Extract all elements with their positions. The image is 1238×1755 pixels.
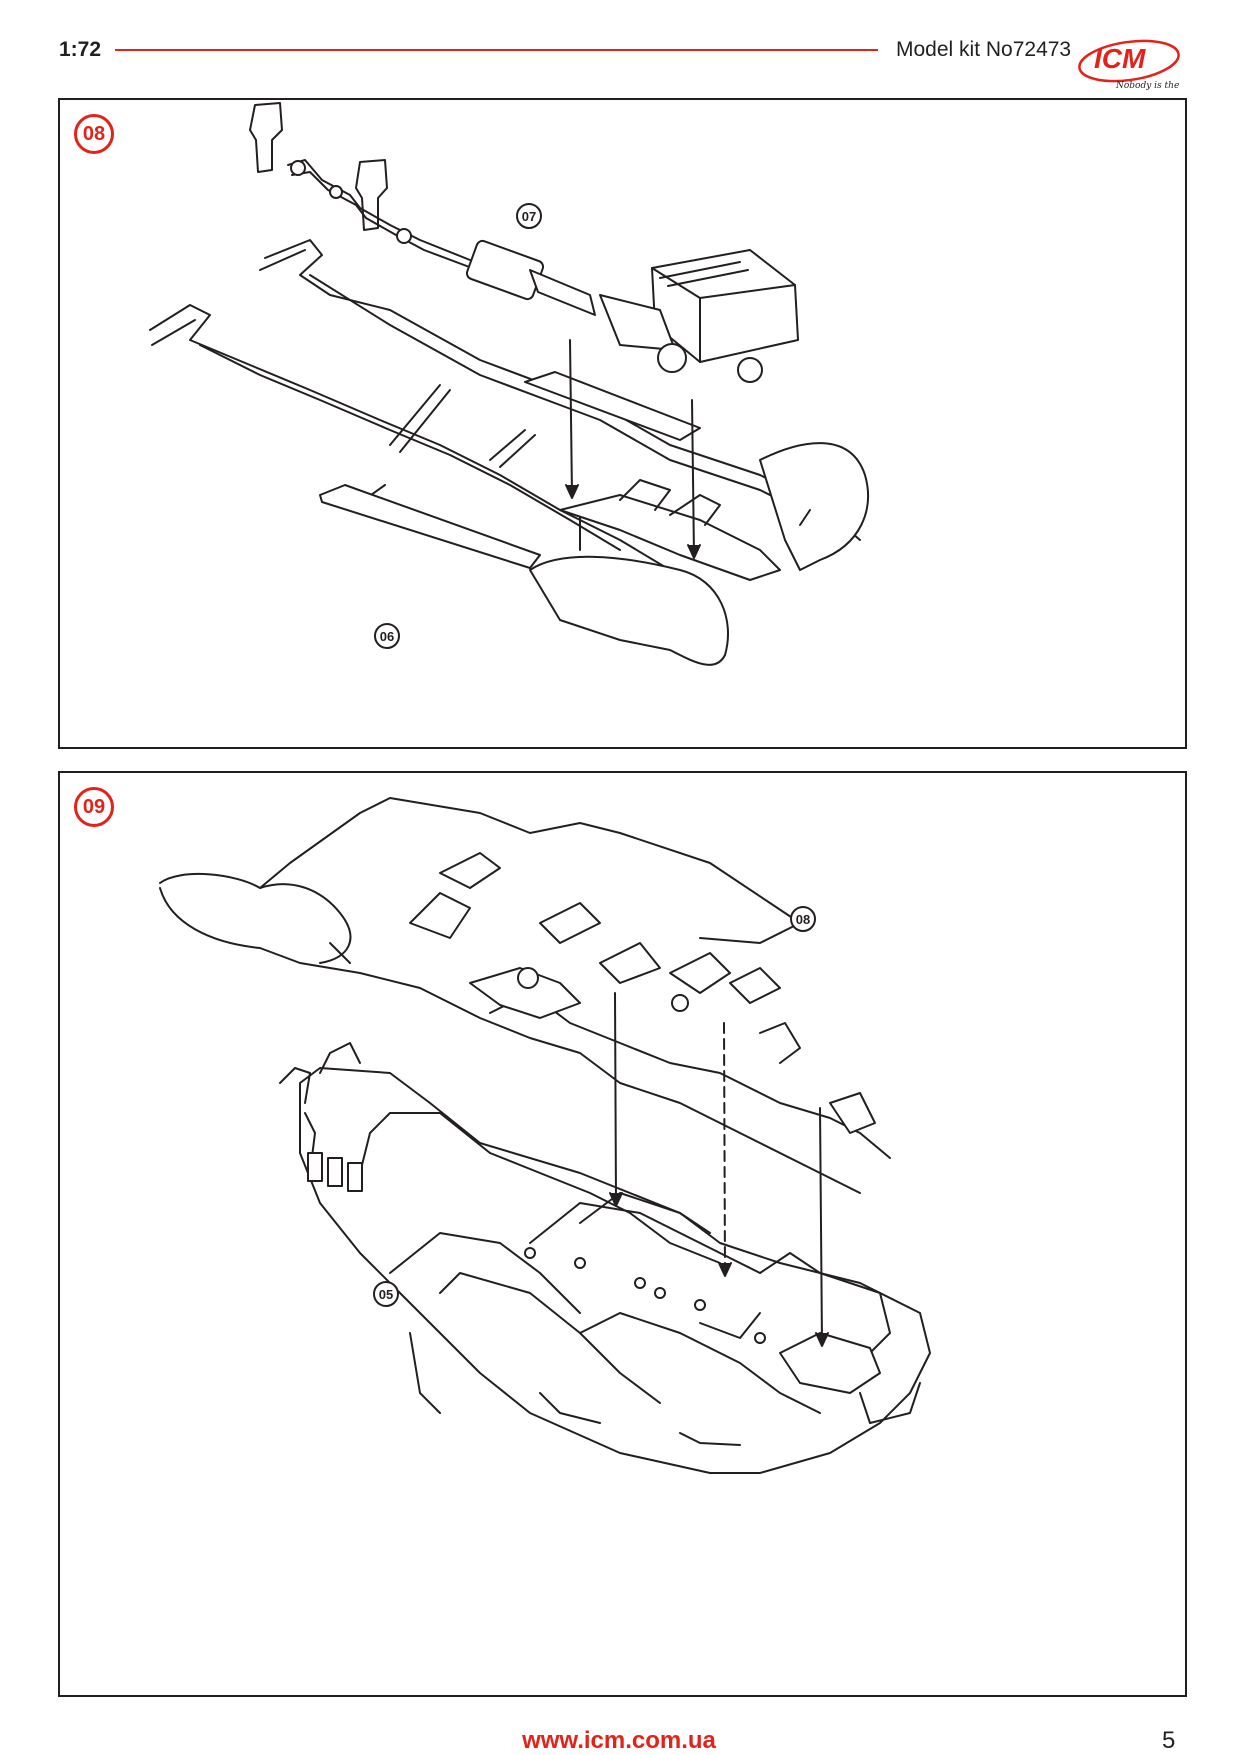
rear-fender: [759, 442, 869, 571]
step-08-assembly-drawing: [149, 102, 869, 666]
engine-block: [599, 249, 799, 383]
svg-text:ICM: ICM: [1094, 43, 1146, 74]
page-number: 5: [1162, 1727, 1176, 1754]
callout-part-05: 05: [373, 1281, 399, 1307]
step-08-panel: 08: [58, 98, 1187, 749]
scale-label: 1:72: [59, 38, 102, 61]
svg-text:Nobody is the Best: Nobody is the Best: [1115, 81, 1182, 91]
chassis-assembly: [159, 797, 891, 1194]
callout-part-08: 08: [790, 906, 816, 932]
chassis-frame: [149, 239, 861, 571]
driveshaft-assembly: [249, 102, 596, 316]
floor-structure: [559, 479, 781, 581]
header-rule: [115, 49, 878, 51]
assembly-arrows: [565, 339, 701, 559]
body-tub: [279, 1042, 931, 1474]
callout-part-07: 07: [516, 203, 542, 229]
step-09-panel: 09: [58, 771, 1187, 1697]
front-fender: [529, 555, 729, 666]
running-board-front: [319, 371, 701, 569]
icm-logo: ICM Nobody is the Best: [1078, 39, 1182, 91]
step-09-assembly-drawing: [159, 797, 931, 1474]
assembly-arrows: [609, 992, 829, 1347]
kit-number: Model kit No72473: [896, 38, 1072, 61]
footer-url[interactable]: www.icm.com.ua: [522, 1727, 716, 1754]
callout-part-06: 06: [374, 623, 400, 649]
step-09-badge: 09: [74, 787, 114, 827]
step-08-badge: 08: [74, 114, 114, 154]
